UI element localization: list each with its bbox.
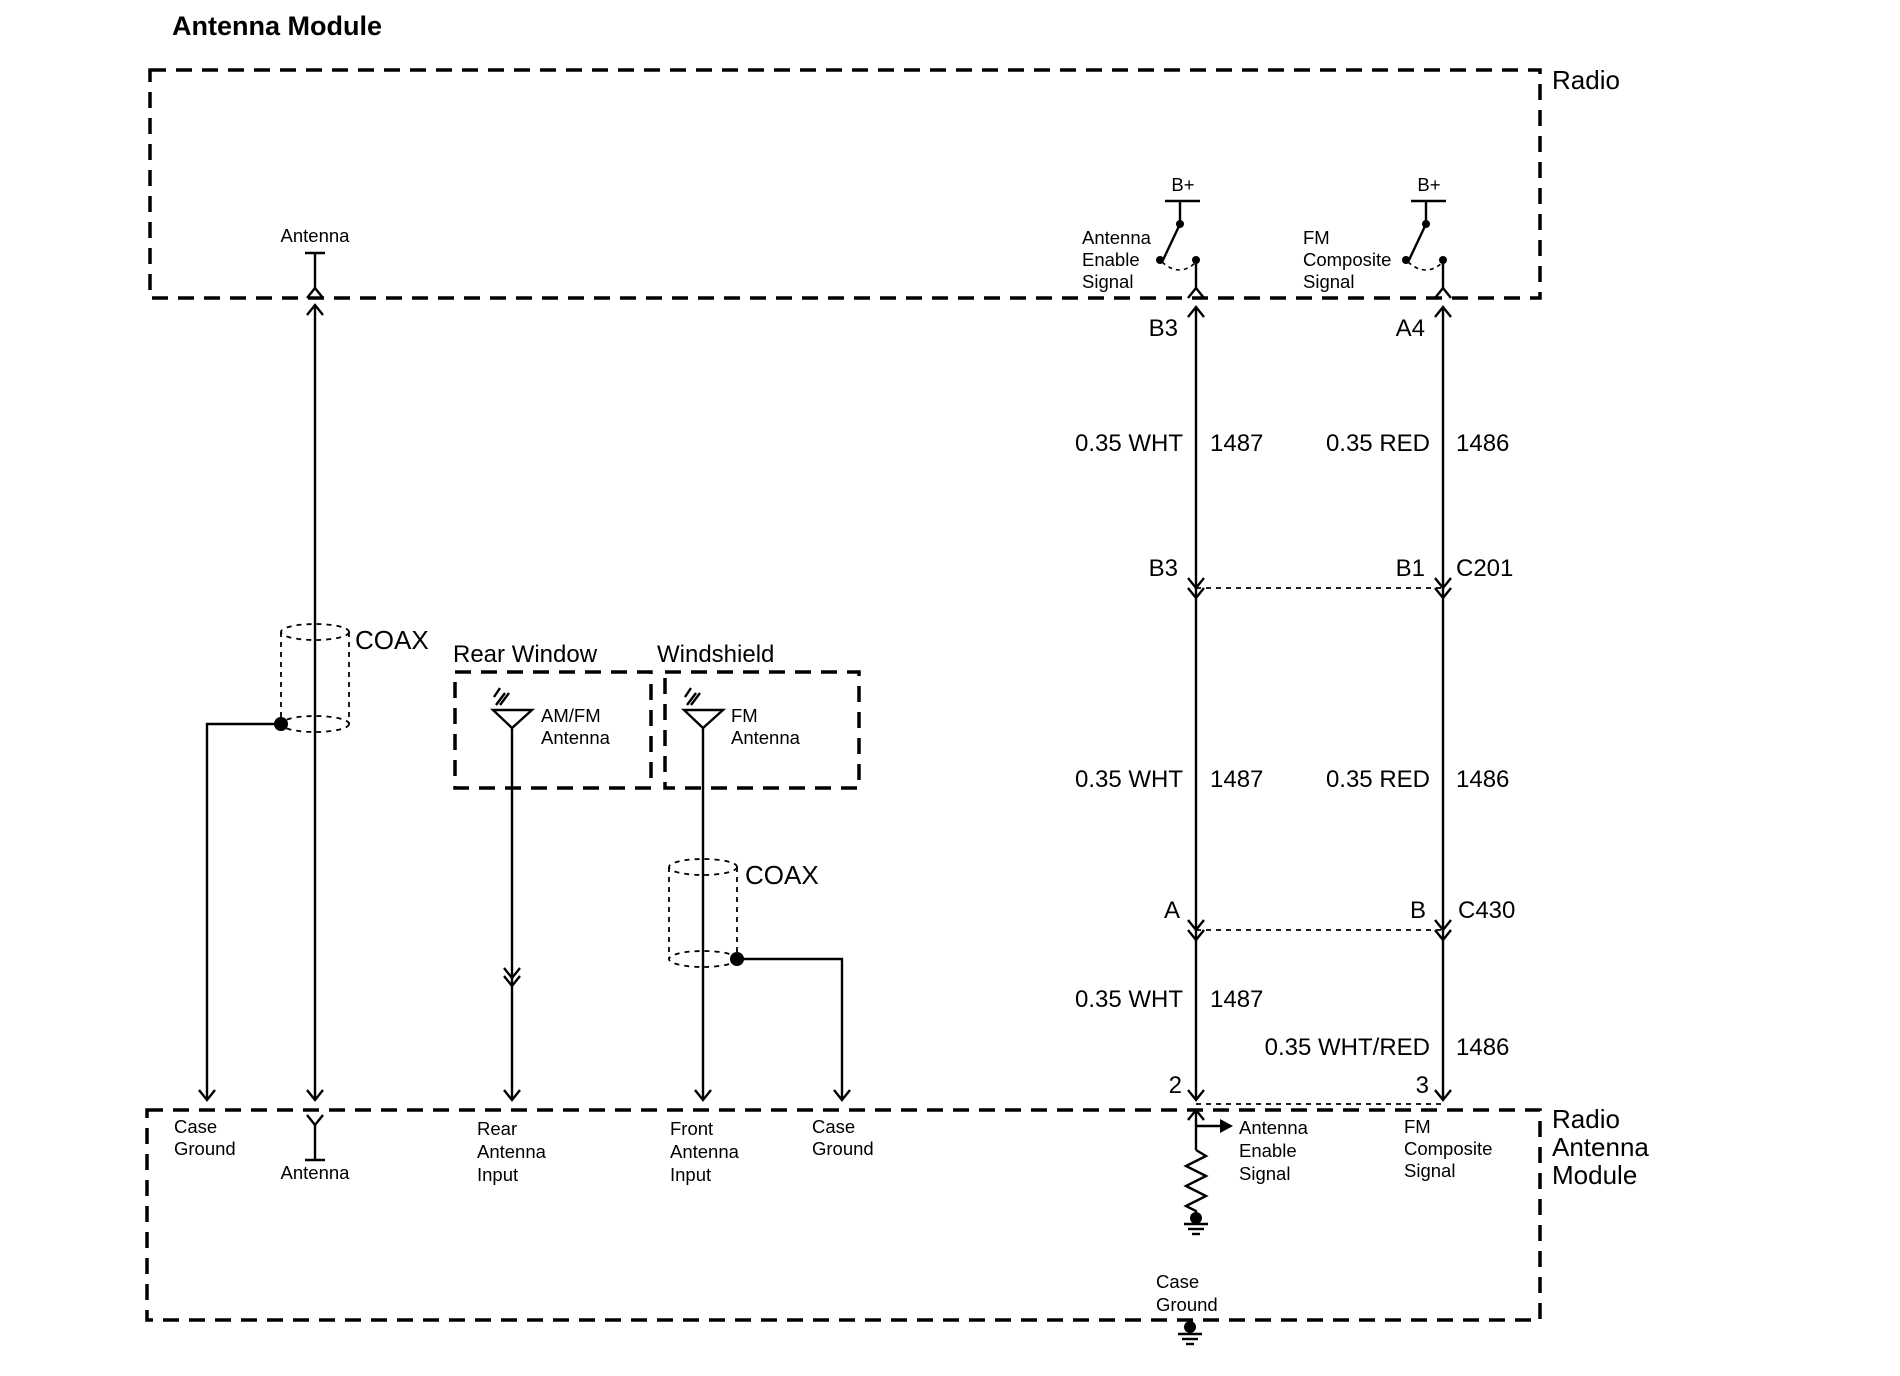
- wire-6-color: 0.35 WHT/RED: [1265, 1034, 1430, 1061]
- radio-fm-composite-label: FM Composite Signal: [1303, 227, 1391, 292]
- svg-text:Composite: Composite: [1404, 1138, 1492, 1159]
- svg-text:COAX: COAX: [355, 625, 429, 655]
- fm-antenna-icon: [680, 687, 727, 1102]
- svg-text:Front: Front: [670, 1118, 713, 1139]
- svg-text:FM: FM: [1303, 227, 1330, 248]
- svg-text:Composite: Composite: [1303, 249, 1391, 270]
- svg-text:Enable: Enable: [1239, 1140, 1297, 1161]
- pin-c201-b1: B1: [1396, 555, 1425, 582]
- svg-text:Input: Input: [670, 1164, 711, 1185]
- svg-text:Antenna: Antenna: [1552, 1132, 1649, 1162]
- svg-text:Ground: Ground: [1156, 1294, 1218, 1315]
- module-case-ground-2: Case Ground: [812, 1116, 874, 1159]
- coax-shield-2: COAX: [668, 858, 851, 1102]
- svg-text:Ground: Ground: [812, 1138, 874, 1159]
- pin-c430-a: A: [1164, 897, 1180, 924]
- module-rear-antenna-input: Rear Antenna Input: [477, 1118, 547, 1185]
- fm-composite-switch: B+: [1402, 174, 1452, 299]
- wire-4-color: 0.35 RED: [1326, 766, 1430, 793]
- svg-text:B+: B+: [1171, 174, 1194, 195]
- svg-text:FM: FM: [1404, 1116, 1431, 1137]
- svg-text:Radio: Radio: [1552, 1104, 1620, 1134]
- svg-text:Signal: Signal: [1239, 1163, 1290, 1184]
- circuit-1487-wire: [1187, 305, 1205, 1102]
- svg-text:COAX: COAX: [745, 860, 819, 890]
- svg-text:Antenna: Antenna: [1239, 1117, 1309, 1138]
- svg-text:Case: Case: [174, 1116, 217, 1137]
- radio-antenna-module-box: [145, 1108, 1542, 1322]
- svg-text:Enable: Enable: [1082, 249, 1140, 270]
- svg-text:Case: Case: [1156, 1271, 1199, 1292]
- am-fm-antenna-icon: [489, 687, 536, 1102]
- module-case-ground-1: Case Ground: [174, 1116, 236, 1159]
- wire-5-circuit: 1487: [1210, 986, 1263, 1013]
- diagram-title: Antenna Module: [172, 11, 382, 41]
- case-ground-icon: [1178, 1321, 1202, 1346]
- pin-radio-b3: B3: [1149, 315, 1178, 342]
- svg-text:Rear: Rear: [477, 1118, 517, 1139]
- svg-text:Input: Input: [477, 1164, 518, 1185]
- module-fm-composite-label: FM Composite Signal: [1404, 1116, 1492, 1181]
- wire-1-color: 0.35 WHT: [1075, 430, 1183, 457]
- radio-antenna-enable-label: Antenna Enable Signal: [1082, 227, 1152, 292]
- pin-c430-b: B: [1410, 897, 1426, 924]
- radio-antenna-terminal: Antenna: [281, 225, 351, 299]
- svg-text:Module: Module: [1552, 1160, 1637, 1190]
- svg-text:Antenna: Antenna: [477, 1141, 547, 1162]
- svg-text:Signal: Signal: [1303, 271, 1354, 292]
- coax-shield-1: COAX: [198, 623, 429, 1102]
- am-fm-antenna-label: AM/FM Antenna: [541, 705, 611, 748]
- svg-text:B+: B+: [1417, 174, 1440, 195]
- svg-text:FM: FM: [731, 705, 758, 726]
- svg-text:Signal: Signal: [1404, 1160, 1455, 1181]
- module-antenna-enable-label: Antenna Enable Signal: [1239, 1117, 1309, 1184]
- wire-2-color: 0.35 RED: [1326, 430, 1430, 457]
- wire-4-circuit: 1486: [1456, 766, 1509, 793]
- pin-radio-a4: A4: [1396, 315, 1425, 342]
- pin-module-2: 2: [1169, 1072, 1182, 1099]
- svg-text:Antenna: Antenna: [670, 1141, 740, 1162]
- svg-text:Antenna: Antenna: [731, 727, 801, 748]
- pin-module-3: 3: [1416, 1072, 1429, 1099]
- module-antenna-terminal: Antenna: [281, 1114, 351, 1183]
- antenna-enable-switch: B+: [1156, 174, 1205, 299]
- svg-text:Signal: Signal: [1082, 271, 1133, 292]
- radio-label: Radio: [1552, 65, 1620, 95]
- wire-6-circuit: 1486: [1456, 1034, 1509, 1061]
- pin-c201-b3: B3: [1149, 555, 1178, 582]
- wire-3-circuit: 1487: [1210, 766, 1263, 793]
- antenna-enable-resistor: [1183, 1108, 1233, 1236]
- windshield-box: [663, 670, 861, 790]
- fm-antenna-label: FM Antenna: [731, 705, 801, 748]
- module-front-antenna-input: Front Antenna Input: [670, 1118, 740, 1185]
- wire-1-circuit: 1487: [1210, 430, 1263, 457]
- wire-5-color: 0.35 WHT: [1075, 986, 1183, 1013]
- wire-3-color: 0.35 WHT: [1075, 766, 1183, 793]
- svg-text:Case: Case: [812, 1116, 855, 1137]
- svg-text:AM/FM: AM/FM: [541, 705, 601, 726]
- connector-c201-label: C201: [1456, 555, 1513, 582]
- windshield-label: Windshield: [657, 641, 774, 668]
- wire-2-circuit: 1486: [1456, 430, 1509, 457]
- rear-window-label: Rear Window: [453, 641, 598, 668]
- svg-text:Antenna: Antenna: [1082, 227, 1152, 248]
- module-case-ground-3: Case Ground: [1156, 1271, 1218, 1315]
- svg-text:Antenna: Antenna: [281, 225, 351, 246]
- radio-antenna-module-label: Radio Antenna Module: [1552, 1104, 1649, 1190]
- connector-c430-label: C430: [1458, 897, 1515, 924]
- antenna-coax-wire: [306, 303, 324, 1102]
- svg-text:Antenna: Antenna: [541, 727, 611, 748]
- svg-text:Antenna: Antenna: [281, 1162, 351, 1183]
- circuit-1486-wire: [1434, 305, 1452, 1102]
- radio-box: [148, 68, 1542, 300]
- svg-text:Ground: Ground: [174, 1138, 236, 1159]
